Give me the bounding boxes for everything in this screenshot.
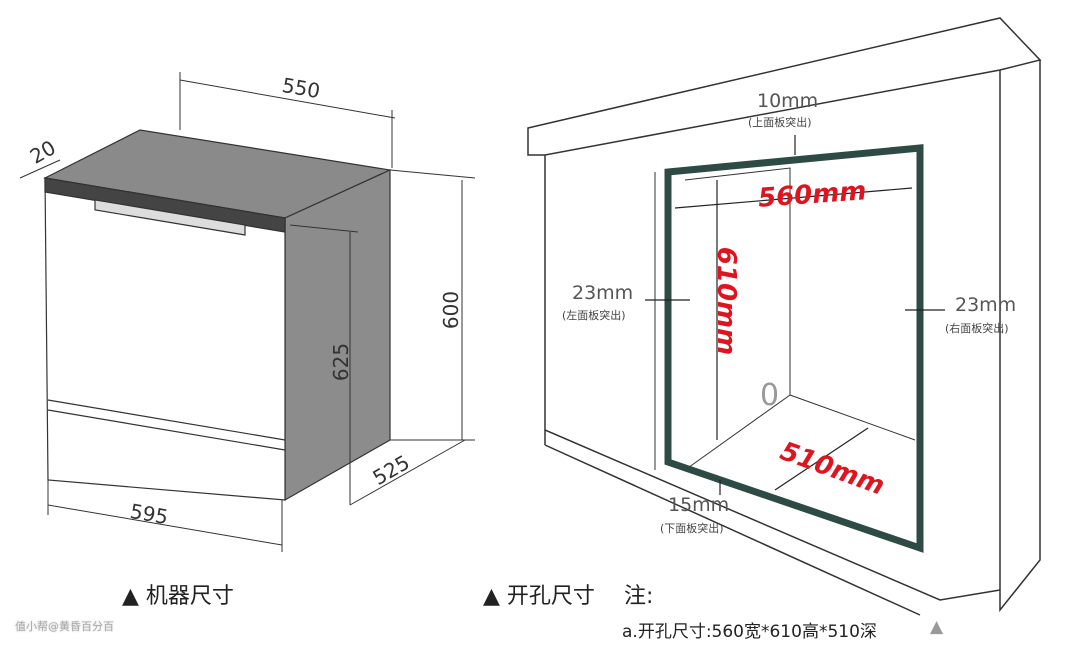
machine-caption: ▲ 机器尺寸: [122, 584, 234, 609]
dishwasher-drawing: [43, 129, 393, 502]
top-offset-value: 10mm: [757, 90, 819, 112]
cutout-dimension-lines: [645, 135, 945, 495]
bottom-offset-value: 15mm: [668, 494, 730, 516]
right-offset-value: 23mm: [955, 294, 1017, 316]
cutout-caption: ▲ 开孔尺寸: [483, 584, 595, 609]
opening-frame: [664, 144, 924, 553]
top-offset-note: (上面板突出): [748, 116, 812, 129]
door-handle: [94, 199, 246, 236]
zero-mark: 0: [760, 378, 780, 413]
dimension-lines: [19, 72, 476, 552]
note-marker: ▲: [930, 617, 944, 637]
control-panel: [44, 177, 286, 233]
note-label: 注:: [624, 584, 654, 609]
note-text: a.开孔尺寸:560宽*610高*510深: [622, 622, 877, 642]
cutout-height-label: 610mm: [711, 246, 742, 356]
dim-total-height-label: 625: [329, 342, 354, 382]
right-offset-note: (右面板突出): [945, 322, 1009, 335]
left-offset-value: 23mm: [572, 282, 634, 304]
dim-height-label: 600: [439, 290, 464, 330]
cabinet-top-board: [527, 17, 1042, 156]
dishwasher-side: [284, 169, 391, 502]
left-offset-note: (左面板突出): [562, 309, 626, 322]
bottom-offset-note: (下面板突出): [660, 522, 724, 535]
watermark: 值小帮@黄昏百分百: [15, 620, 114, 633]
cabinet-drawing: [527, 17, 1042, 616]
